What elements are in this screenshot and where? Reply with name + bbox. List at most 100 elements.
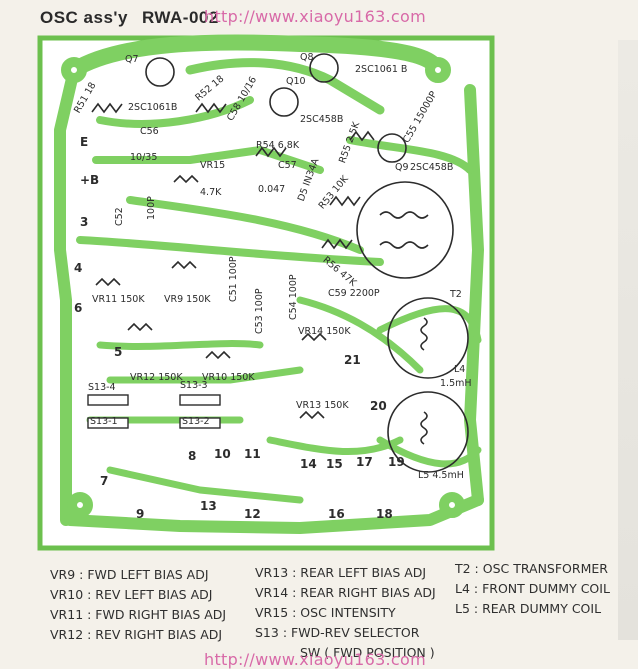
- trace-l4: [376, 305, 482, 344]
- q8-label: Q8: [300, 52, 314, 63]
- r56-zigzag: [321, 238, 353, 250]
- selector-switches: [87, 394, 221, 429]
- s13-4-label: S13-4: [88, 382, 116, 393]
- r54-label: R54 6.8K: [256, 140, 300, 151]
- l5-label: L5 4.5mH: [418, 470, 464, 481]
- legend-column-3: T2 : OSC TRANSFORMER L4 : FRONT DUMMY CO…: [455, 559, 610, 619]
- q7-type-label: 2SC1061B: [128, 102, 177, 113]
- pad-19: 19: [388, 455, 405, 469]
- r51-zigzag: [91, 102, 123, 114]
- pad-13: 13: [200, 499, 217, 513]
- pad-18: 18: [376, 507, 393, 521]
- mounting-holes: [61, 57, 465, 518]
- legend-vr15: VR15 : OSC INTENSITY: [255, 605, 396, 620]
- vr15-trimmer: [173, 174, 199, 184]
- mount-hole-bl: [67, 492, 93, 518]
- vr15-value: 4.7K: [200, 187, 222, 198]
- pad-8: 8: [188, 449, 196, 463]
- magnetics: [356, 181, 469, 473]
- s13-2-switch: [179, 417, 221, 429]
- vr12-label: VR12 150K: [130, 372, 183, 383]
- s13-3-switch: [179, 394, 221, 406]
- pad-labels: E +B 3 4 5 6 7 8 9 10 11 12 13 14 15 16 …: [74, 135, 405, 521]
- c59-label: C59 2200P: [328, 288, 380, 299]
- trace-layer: [54, 34, 484, 534]
- c56-value: 10/35: [130, 152, 157, 163]
- legend-vr12: VR12 : REV RIGHT BIAS ADJ: [50, 627, 223, 642]
- pad-7: 7: [100, 474, 108, 488]
- watermark-bottom: http://www.xiaoyu163.com: [204, 650, 427, 669]
- l4-label: L4: [454, 364, 465, 375]
- l4-coil-outline: [387, 297, 469, 379]
- vr12-trimmer: [127, 322, 153, 332]
- t2-transformer-outline: [356, 181, 454, 279]
- r55-zigzag: [349, 130, 375, 142]
- q9-body: [377, 133, 407, 163]
- q7-body: [145, 57, 175, 87]
- q10-body: [269, 87, 299, 117]
- s13-4-switch: [87, 394, 129, 406]
- legend-column-1: VR9 : FWD LEFT BIAS ADJ VR10 : REV LEFT …: [50, 565, 226, 645]
- l5-coil-outline: [387, 391, 469, 473]
- s13-1-label: S13-1: [90, 416, 118, 427]
- pad-9: 9: [136, 507, 144, 521]
- legend-vr9: VR9 : FWD LEFT BIAS ADJ: [50, 567, 209, 582]
- pad-14: 14: [300, 457, 317, 471]
- vr13-label: VR13 150K: [296, 400, 349, 411]
- pad-b: +B: [80, 173, 99, 187]
- q8-type-label: 2SC1061 B: [355, 64, 407, 75]
- mount-hole-tr: [425, 57, 451, 83]
- trace-vr12: [96, 340, 264, 350]
- pad-21: 21: [344, 353, 361, 367]
- trimmer-pots: [95, 174, 327, 420]
- legend-l4: L4 : FRONT DUMMY COIL: [455, 581, 610, 596]
- pad-11: 11: [244, 447, 261, 461]
- c57-value: 0.047: [258, 184, 285, 195]
- vr9-trimmer: [171, 260, 197, 270]
- watermark-top: http://www.xiaoyu163.com: [204, 7, 427, 26]
- t2-winding-a: [379, 211, 429, 219]
- t2-winding-b: [379, 241, 429, 249]
- adjacent-page-strip: [618, 40, 638, 640]
- trace-vr14: [296, 296, 424, 374]
- s13-2-label: S13-2: [182, 416, 210, 427]
- q10-type-label: 2SC458B: [300, 114, 343, 125]
- c52-label: C52: [114, 207, 125, 226]
- vr13-trimmer: [299, 410, 325, 420]
- trace-q7-link: [96, 96, 254, 128]
- q9-label: Q9: [395, 162, 409, 173]
- pad-15: 15: [326, 457, 343, 471]
- c52-value: 100P: [146, 196, 157, 220]
- q7-label: Q7: [125, 54, 139, 65]
- pad-12: 12: [244, 507, 261, 521]
- mount-hole-tl: [61, 57, 87, 83]
- t2-label: T2: [449, 289, 462, 300]
- legend-column-2: VR13 : REAR LEFT BIAS ADJ VR14 : REAR RI…: [255, 563, 436, 663]
- q9-type-label: 2SC458B: [410, 162, 453, 173]
- model-number: RWA-002: [141, 8, 219, 27]
- l5-winding: [420, 411, 428, 445]
- r52-zigzag: [195, 102, 227, 114]
- vr10-label: VR10 150K: [202, 372, 255, 383]
- trace-right-rail: [464, 84, 484, 506]
- vr15-label: VR15: [200, 160, 225, 171]
- c57-label: C57: [278, 160, 297, 171]
- trace-c52: [126, 196, 364, 254]
- pad-5: 5: [114, 345, 122, 359]
- s13-1-switch: [87, 417, 129, 429]
- legend-vr11: VR11 : FWD RIGHT BIAS ADJ: [50, 607, 227, 622]
- legend-t2: T2 : OSC TRANSFORMER: [455, 561, 608, 576]
- pad-e: E: [80, 135, 88, 149]
- legend-vr13: VR13 : REAR LEFT BIAS ADJ: [255, 565, 427, 580]
- c51-label: C51 100P: [228, 256, 239, 302]
- l4-value: 1.5mH: [440, 378, 472, 389]
- trace-q8-link: [185, 58, 385, 115]
- pad-16: 16: [328, 507, 345, 521]
- vr9-label: VR9 150K: [164, 294, 211, 305]
- transistors: [145, 53, 407, 163]
- pad-17: 17: [356, 455, 373, 469]
- trace-top-ground: [66, 34, 446, 78]
- r53-zigzag: [329, 195, 361, 207]
